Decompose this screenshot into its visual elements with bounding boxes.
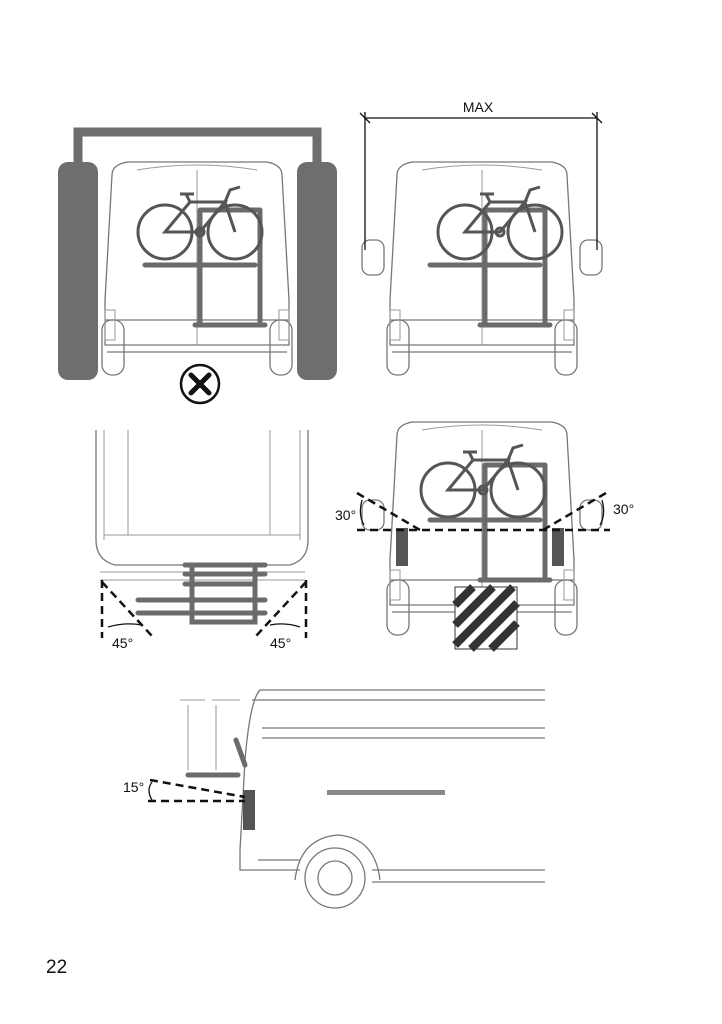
- max-width-label: MAX: [463, 99, 494, 115]
- right-mirror-angle-label: 30°: [613, 501, 634, 517]
- left-extension-bar: [58, 162, 98, 380]
- left-mirror-angle-label: 30°: [335, 507, 356, 523]
- diagram-side-view: 15°: [123, 689, 545, 909]
- diagram-too-wide: [58, 127, 337, 405]
- side-angle-label: 15°: [123, 779, 144, 795]
- left-angle-label: 45°: [112, 635, 133, 651]
- right-angle-label: 45°: [270, 635, 291, 651]
- page-number: 22: [46, 957, 68, 978]
- diagram-top-view: 45° 45°: [95, 430, 309, 651]
- diagram-max-width: MAX: [359, 99, 603, 376]
- right-extension-bar: [297, 162, 337, 380]
- not-allowed-x-icon: [179, 363, 221, 405]
- diagram-mirror-angle: 30° 30°: [335, 421, 634, 652]
